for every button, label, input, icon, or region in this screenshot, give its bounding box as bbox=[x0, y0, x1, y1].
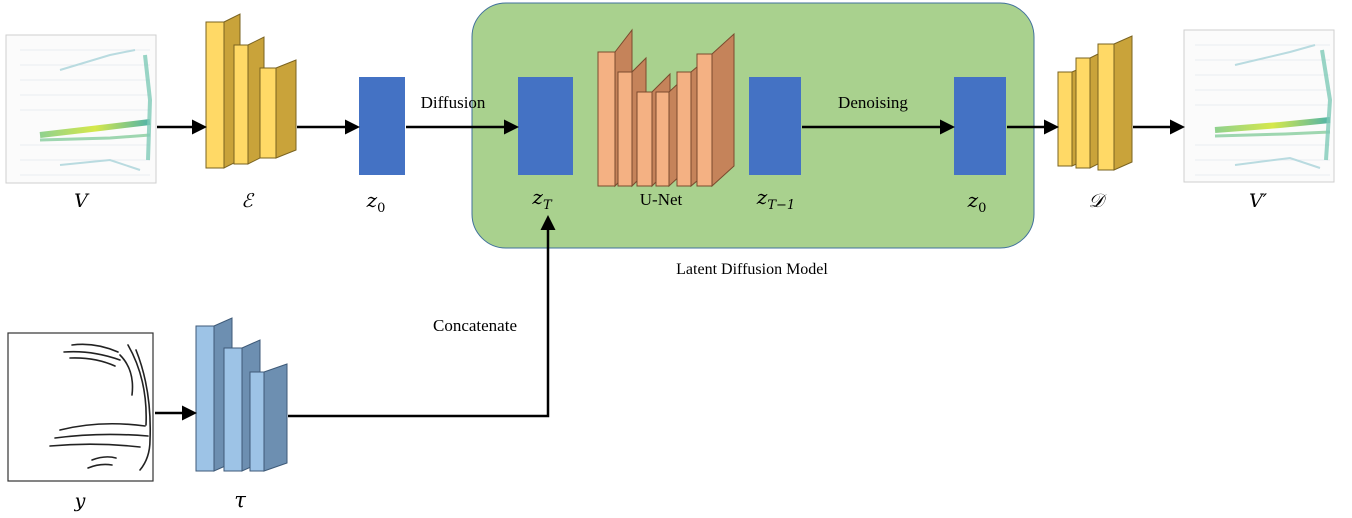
latent-zT1-symbol: zT−1 bbox=[756, 185, 795, 213]
latent-zT1 bbox=[749, 77, 801, 175]
denoising-label: Denoising bbox=[838, 93, 908, 112]
input-field-symbol: V bbox=[74, 190, 90, 212]
input-field-image bbox=[5, 34, 157, 184]
latent-zT-symbol: zT bbox=[531, 185, 553, 213]
cond-encoder-symbol: τ bbox=[234, 488, 246, 512]
latent-z0-in bbox=[359, 77, 405, 175]
decoder-symbol: 𝒟 bbox=[1088, 190, 1107, 212]
latent-z0-in-symbol: z0 bbox=[366, 188, 386, 216]
concatenate-label: Concatenate bbox=[433, 316, 517, 335]
ldm-label: Latent Diffusion Model bbox=[676, 261, 828, 278]
diffusion-label: Diffusion bbox=[421, 93, 486, 112]
condition-image bbox=[7, 332, 154, 482]
output-field-image bbox=[1183, 29, 1335, 183]
unet-block bbox=[597, 28, 735, 188]
latent-zT bbox=[518, 77, 573, 175]
decoder-block bbox=[1057, 35, 1133, 171]
condition-encoder-block bbox=[195, 317, 288, 472]
latent-z0-out-symbol: z0 bbox=[967, 188, 987, 216]
unet-label: U-Net bbox=[640, 190, 683, 209]
output-field-symbol: V′ bbox=[1249, 190, 1268, 212]
condition-symbol: y bbox=[74, 490, 86, 512]
latent-z0-out bbox=[954, 77, 1006, 175]
encoder-block bbox=[205, 13, 297, 169]
arrow-concatenate bbox=[288, 215, 556, 418]
encoder-symbol: ℰ bbox=[241, 190, 255, 212]
